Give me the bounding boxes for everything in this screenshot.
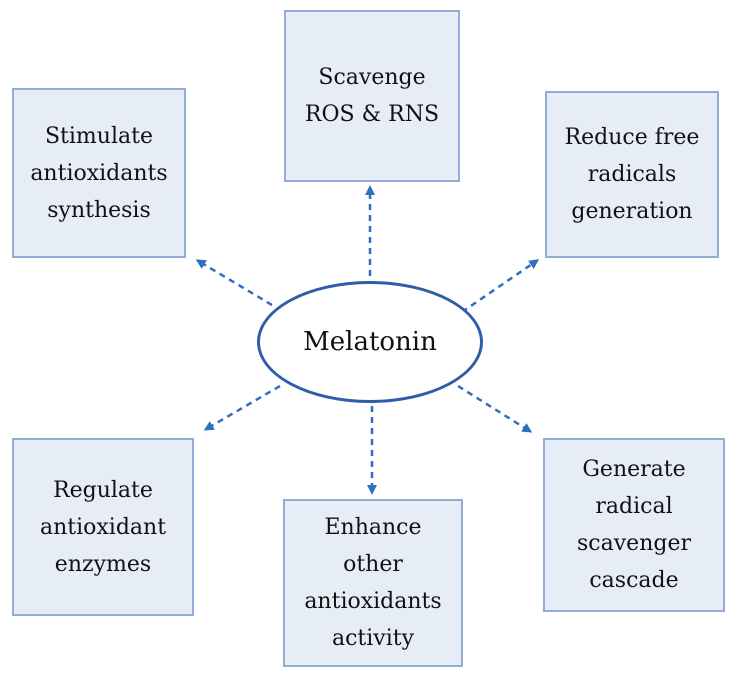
box-enhance-antioxidants: Enhance other antioxidants activity <box>283 499 463 667</box>
box-label: Reduce free radicals generation <box>564 125 700 224</box>
melatonin-ellipse: Melatonin <box>257 281 483 403</box>
box-stimulate-antioxidants: Stimulate antioxidants synthesis <box>12 88 186 258</box>
box-label: Generate radical scavenger cascade <box>577 457 691 593</box>
arrow-to-top-right <box>461 259 540 314</box>
box-reduce-free-radicals: Reduce free radicals generation <box>545 91 719 258</box>
arrow-to-bottom-right <box>457 384 533 433</box>
box-label: Regulate antioxidant enzymes <box>39 477 167 577</box>
box-generate-cascade: Generate radical scavenger cascade <box>543 438 725 612</box>
box-label: Scavenge ROS & RNS <box>304 65 440 127</box>
arrow-to-bottom-left <box>203 384 281 431</box>
center-label: Melatonin <box>303 327 437 357</box>
box-label: Stimulate antioxidants synthesis <box>30 123 168 223</box>
box-label: Enhance other antioxidants activity <box>304 515 442 651</box>
arrow-to-top-left <box>195 259 273 307</box>
box-scavenge-ros-rns: Scavenge ROS & RNS <box>284 10 460 182</box>
box-regulate-enzymes: Regulate antioxidant enzymes <box>12 438 194 616</box>
